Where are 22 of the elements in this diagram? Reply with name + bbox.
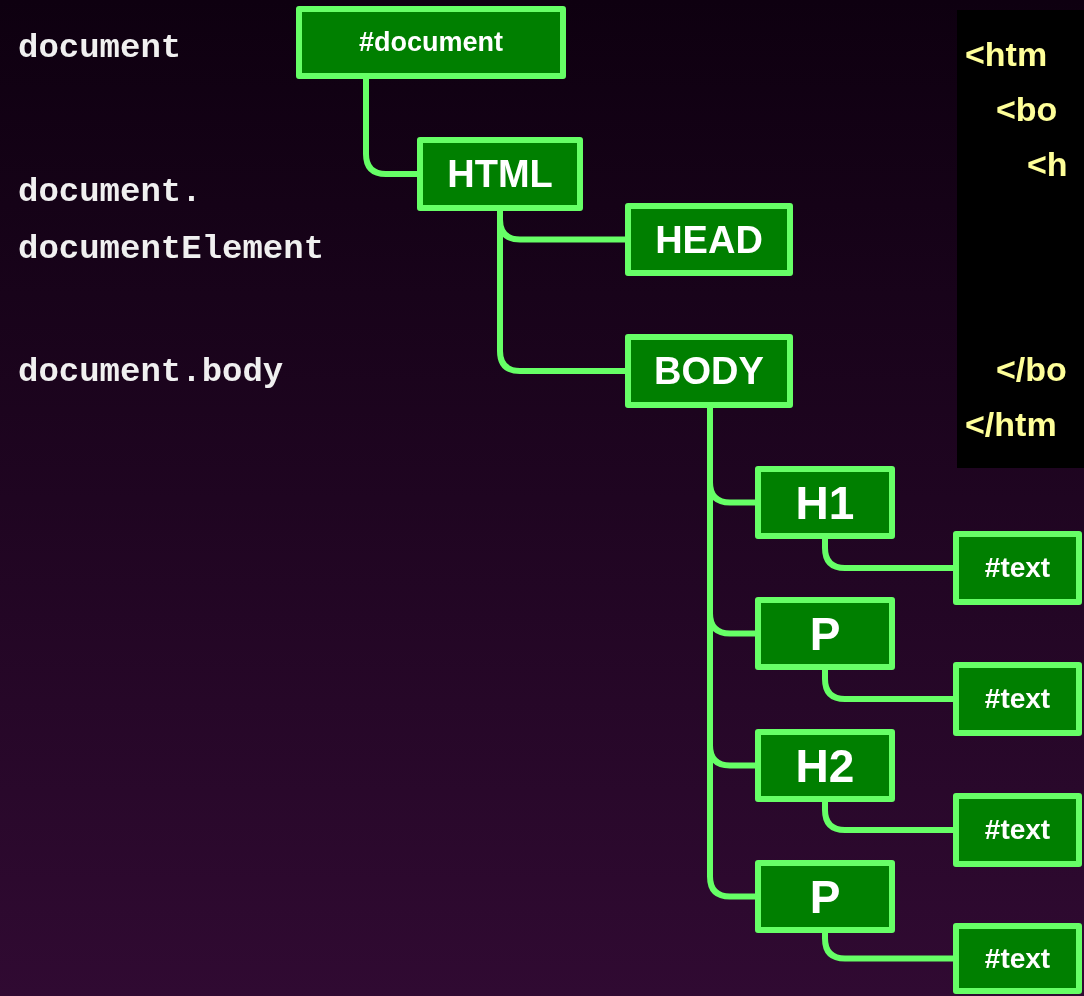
tree-node-box: H1 xyxy=(755,466,895,539)
tree-node-box: #text xyxy=(953,923,1082,994)
code-line: </bo xyxy=(996,349,1067,390)
tree-node-box: P xyxy=(755,860,895,933)
code-line: <bo xyxy=(996,89,1058,130)
tree-node-box: P xyxy=(755,597,895,670)
code-line: <h xyxy=(1027,144,1068,185)
tree-node-box: HEAD xyxy=(625,203,793,276)
api-label: document xyxy=(18,28,182,69)
tree-node-box: #text xyxy=(953,662,1082,736)
code-line: </htm xyxy=(965,404,1057,445)
code-line: <htm xyxy=(965,34,1048,75)
tree-node-box: #text xyxy=(953,531,1082,605)
tree-node-box: #text xyxy=(953,793,1082,867)
connector-line xyxy=(363,79,417,177)
connector-line xyxy=(707,408,755,900)
tree-node-box: H2 xyxy=(755,729,895,802)
api-label: document.body xyxy=(18,352,284,393)
tree-node-box: BODY xyxy=(625,334,793,408)
connector-line xyxy=(497,211,625,374)
tree-node-box: #document xyxy=(296,6,566,79)
tree-node-box: HTML xyxy=(417,137,583,211)
